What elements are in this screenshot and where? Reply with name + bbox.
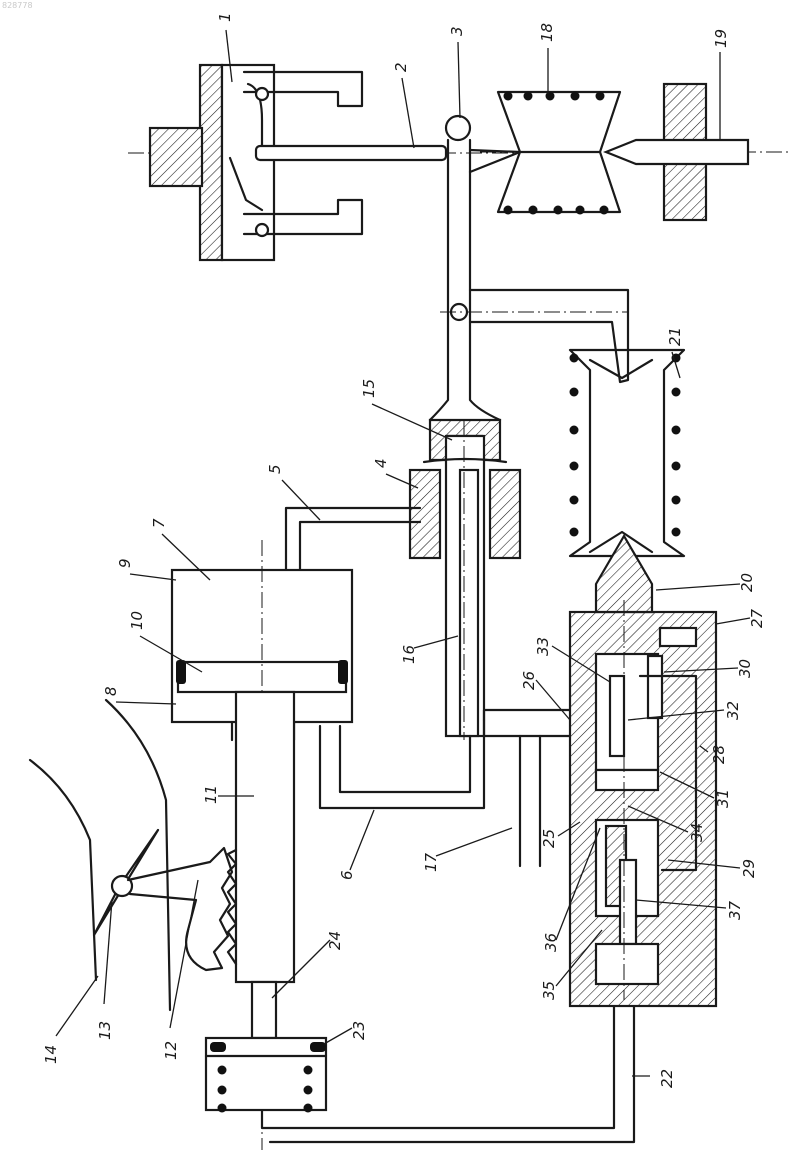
label-12: 12 xyxy=(162,1041,180,1060)
label-36: 36 xyxy=(542,933,560,952)
label-15: 15 xyxy=(360,379,378,398)
label-19: 19 xyxy=(712,29,730,48)
label-7: 7 xyxy=(150,518,168,528)
label-18: 18 xyxy=(538,23,556,42)
label-32: 32 xyxy=(724,701,742,720)
label-24: 24 xyxy=(326,931,344,950)
valve-block xyxy=(570,536,716,1006)
label-23: 23 xyxy=(350,1021,368,1040)
label-1: 1 xyxy=(216,12,234,22)
label-13: 13 xyxy=(96,1021,114,1040)
guide-cylinder xyxy=(410,420,520,740)
watermark-text: 828778 xyxy=(2,1,33,10)
label-27: 27 xyxy=(748,608,766,628)
label-21: 21 xyxy=(666,327,684,346)
label-6: 6 xyxy=(338,870,356,880)
label-30: 30 xyxy=(736,659,754,678)
label-31: 31 xyxy=(714,789,732,808)
label-22: 22 xyxy=(658,1069,676,1088)
label-9: 9 xyxy=(116,558,134,568)
label-11: 11 xyxy=(202,785,220,804)
label-4: 4 xyxy=(372,458,390,468)
label-17: 17 xyxy=(422,852,440,872)
label-28: 28 xyxy=(710,745,728,764)
label-16: 16 xyxy=(400,645,418,664)
label-10: 10 xyxy=(128,611,146,630)
label-33: 33 xyxy=(534,637,552,656)
label-35: 35 xyxy=(540,981,558,1000)
label-5: 5 xyxy=(266,464,284,474)
label-14: 14 xyxy=(42,1045,60,1064)
label-8: 8 xyxy=(102,686,120,696)
upper-spring-assembly xyxy=(480,84,790,220)
label-3: 3 xyxy=(448,26,466,36)
lower-spring-23 xyxy=(206,1038,326,1113)
label-29: 29 xyxy=(740,859,758,878)
gripper-housing xyxy=(128,65,520,260)
label-25: 25 xyxy=(540,829,558,848)
label-26: 26 xyxy=(520,671,538,690)
label-34: 34 xyxy=(688,823,706,842)
pedal-lever xyxy=(30,700,232,1010)
label-37: 37 xyxy=(726,900,744,920)
lever-pipe xyxy=(430,116,628,420)
label-2: 2 xyxy=(392,62,410,72)
label-20: 20 xyxy=(738,573,756,592)
